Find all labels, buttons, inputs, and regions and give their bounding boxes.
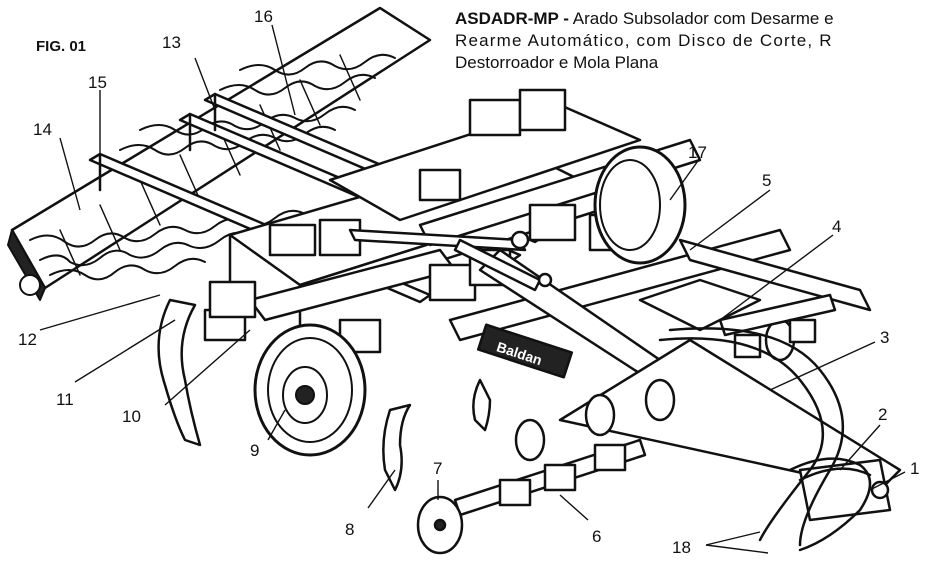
callout-5: 5 (762, 171, 771, 190)
callout-7: 7 (433, 459, 442, 478)
callout-13: 13 (162, 33, 181, 52)
figure-caption: ASDADR-MP - Arado Subsolador com Desarme… (455, 8, 928, 74)
drawbar: Baldan (476, 238, 902, 522)
leader-lines (39, 24, 906, 554)
callout-4: 4 (832, 217, 841, 236)
rear-roller-assembly (7, 6, 432, 301)
subsoiler-shanks (157, 88, 632, 492)
callout-3: 3 (880, 328, 889, 347)
callout-14: 14 (33, 120, 52, 139)
callout-8: 8 (345, 520, 354, 539)
caption-line-1: Arado Subsolador com Desarme e (568, 9, 834, 28)
depth-wheels (253, 145, 687, 457)
callout-10: 10 (122, 407, 141, 426)
cutting-discs-gang (416, 293, 837, 555)
callout-12: 12 (18, 330, 37, 349)
callout-labels: 1 2 3 4 5 6 7 8 9 10 11 12 13 14 15 16 1… (18, 7, 919, 557)
figure-label: FIG. 01 (36, 38, 87, 55)
callout-2: 2 (878, 405, 887, 424)
caption-line-3: Destorroador e Mola Plana (455, 53, 659, 72)
callout-11: 11 (56, 390, 74, 409)
caption-model-code: ASDADR-MP - (455, 9, 569, 28)
lift-arms (348, 228, 553, 292)
callout-16: 16 (254, 7, 273, 26)
callout-17: 17 (688, 143, 707, 162)
callout-18: 18 (672, 538, 691, 557)
callout-6: 6 (592, 527, 601, 546)
hydraulic-hoses (658, 327, 872, 552)
caption-line-2: Rearme Automático, com Disco de Corte, R (455, 31, 833, 50)
callout-9: 9 (250, 441, 259, 460)
callout-1: 1 (910, 459, 919, 478)
callout-15: 15 (88, 73, 107, 92)
